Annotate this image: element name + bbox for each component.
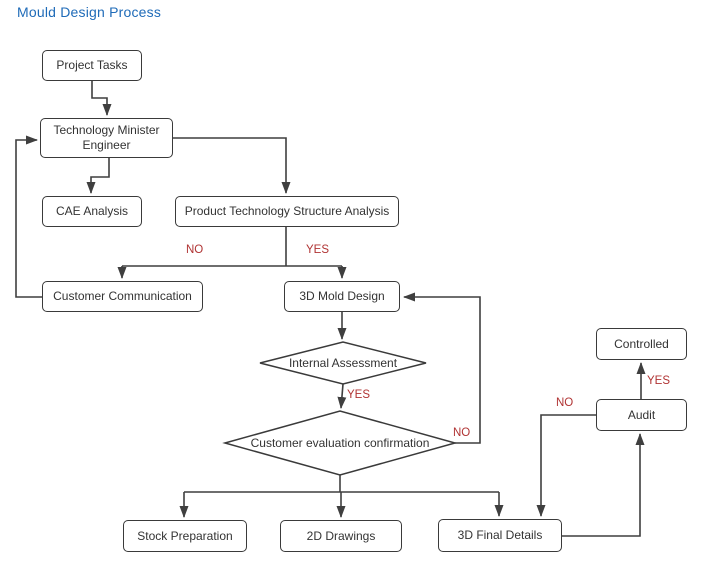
node-3d-final-details: 3D Final Details	[438, 519, 562, 552]
node-3d-final-details-label: 3D Final Details	[457, 528, 543, 542]
branch-label-customer-no: NO	[453, 427, 471, 439]
node-controlled-label: Controlled	[614, 336, 669, 351]
node-project-tasks: Project Tasks	[42, 50, 142, 81]
node-2d-drawings: 2D Drawings	[280, 520, 402, 552]
node-customer-evaluation-confirmation-label: Customer evaluation confirmation	[250, 436, 430, 450]
node-2d-drawings-label: 2D Drawings	[306, 528, 376, 543]
edge-internal-yes-to-customer-eval	[337, 383, 347, 409]
branch-label-internal-yes: YES	[347, 389, 371, 401]
edge-minister-to-product-analysis	[173, 137, 291, 194]
branch-label-product-yes: YES	[306, 244, 330, 256]
node-stock-preparation-label: Stock Preparation	[137, 528, 233, 543]
branch-label-audit-no: NO	[556, 397, 574, 409]
node-technology-minister-engineer: Technology Minister Engineer	[40, 118, 173, 158]
edge-customer-comm-feedback	[15, 135, 42, 298]
branch-label-product-no: NO	[186, 244, 204, 256]
node-product-technology-structure-analysis: Product Technology Structure Analysis	[175, 196, 399, 227]
node-customer-communication-label: Customer Communication	[53, 289, 192, 303]
node-technology-minister-engineer-label: Technology Minister Engineer	[53, 123, 160, 152]
node-project-tasks-label: Project Tasks	[56, 58, 128, 72]
node-controlled: Controlled	[596, 328, 687, 360]
decision-customer-evaluation-shape	[222, 410, 458, 476]
edge-customer-eval-no-feedback	[403, 292, 481, 444]
branch-label-audit-yes: YES	[647, 375, 671, 387]
node-cae-analysis: CAE Analysis	[42, 196, 142, 227]
edge-audit-no-to-3d-final	[536, 414, 596, 517]
edge-3d-final-to-audit	[562, 433, 645, 537]
node-customer-communication: Customer Communication	[42, 281, 203, 312]
page-title: Mould Design Process	[17, 4, 162, 20]
edge-project-to-minister	[91, 81, 112, 116]
node-audit: Audit	[596, 399, 687, 431]
node-cae-analysis-label: CAE Analysis	[55, 204, 129, 218]
node-stock-preparation: Stock Preparation	[123, 520, 247, 552]
node-3d-mold-design-label: 3D Mold Design	[299, 289, 385, 303]
node-internal-assessment-label: Internal Assessment	[288, 356, 398, 370]
decision-internal-assessment-shape	[259, 341, 427, 385]
node-3d-mold-design: 3D Mold Design	[284, 281, 400, 312]
node-product-technology-structure-analysis-label: Product Technology Structure Analysis	[184, 204, 390, 218]
node-audit-label: Audit	[627, 407, 656, 422]
edge-minister-to-cae	[86, 158, 110, 194]
